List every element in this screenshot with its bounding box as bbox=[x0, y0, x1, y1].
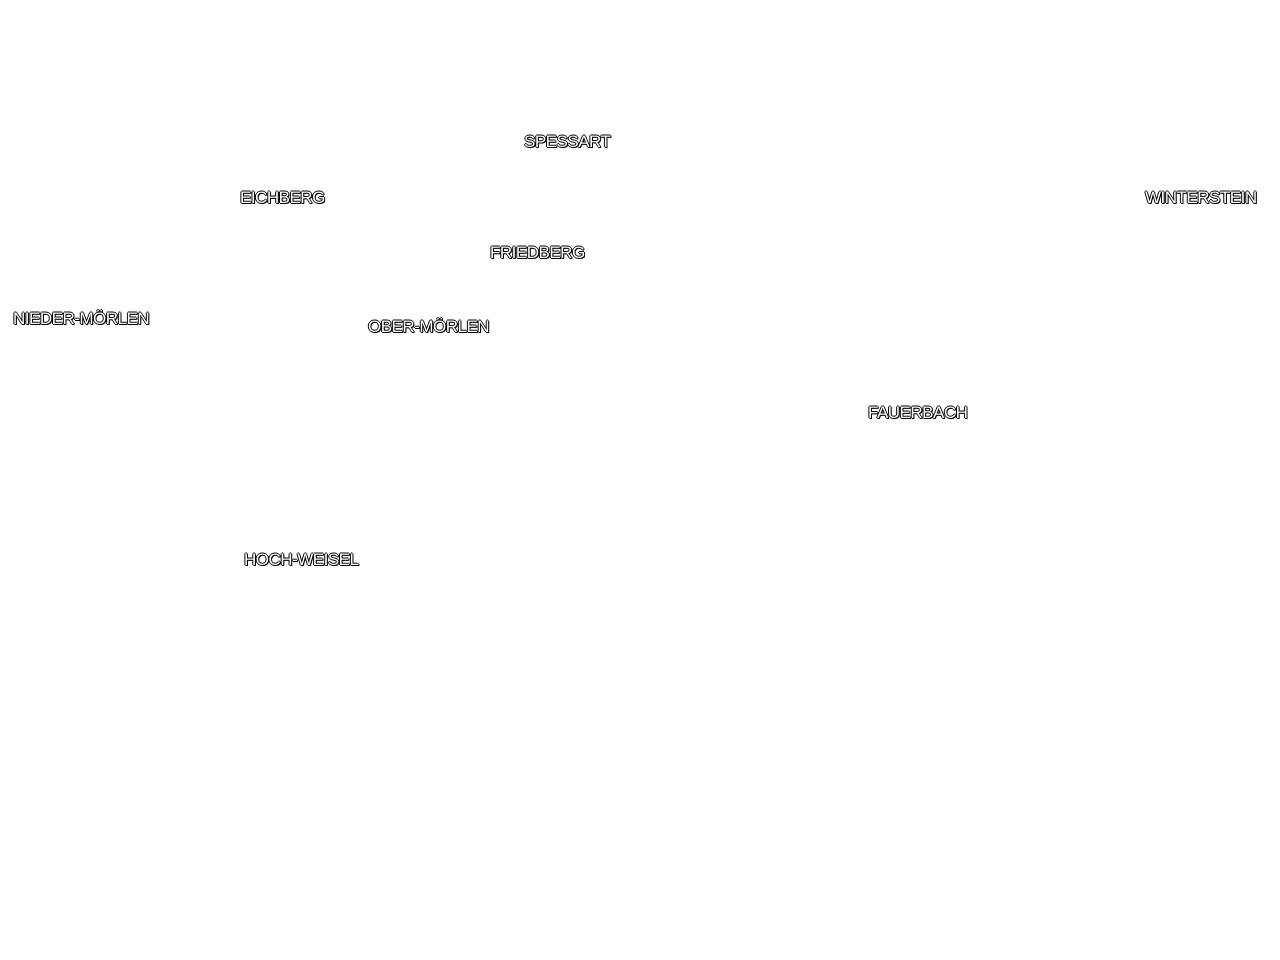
place-label-ober-morlen[interactable]: OBER-MÖRLEN bbox=[368, 317, 490, 336]
place-label-eichberg[interactable]: EICHBERG bbox=[240, 188, 325, 207]
place-label-winterstein[interactable]: WINTERSTEIN bbox=[1145, 188, 1257, 207]
place-label-spessart[interactable]: SPESSART bbox=[524, 132, 611, 151]
place-label-friedberg[interactable]: FRIEDBERG bbox=[490, 243, 585, 262]
place-label-nieder-morlen[interactable]: NIEDER-MÖRLEN bbox=[13, 309, 150, 328]
place-label-hoch-weisel[interactable]: HOCH-WEISEL bbox=[244, 550, 359, 569]
place-label-fauerbach[interactable]: FAUERBACH bbox=[868, 403, 968, 422]
